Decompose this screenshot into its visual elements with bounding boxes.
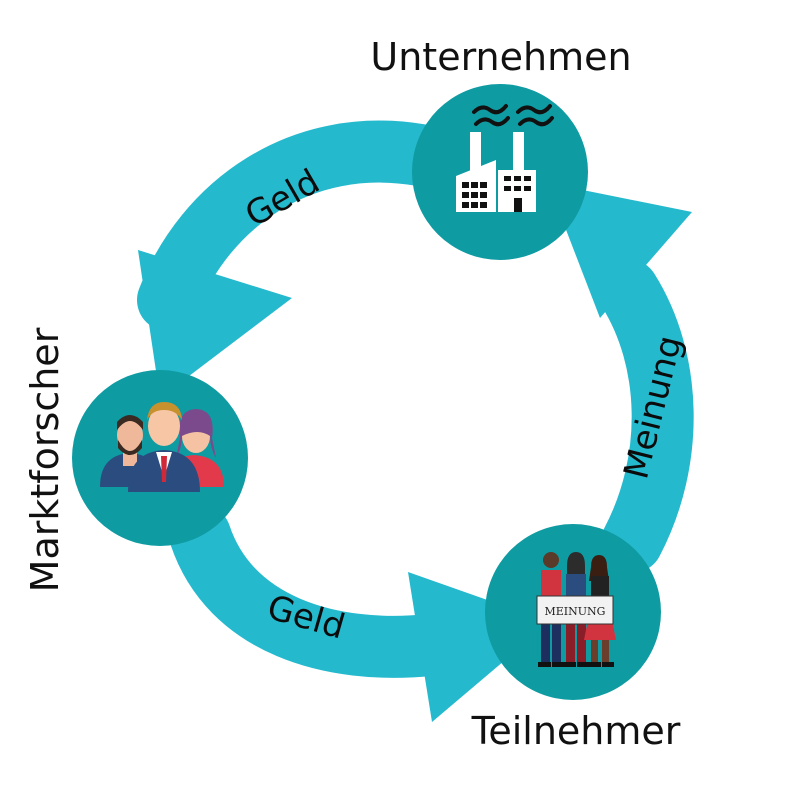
node-label-marktforscher: Marktforscher: [23, 327, 67, 592]
protest-group-icon: MEINUNG: [536, 552, 616, 667]
node-teilnehmer: MEINUNG Teilnehmer: [471, 524, 681, 753]
protest-sign-text: MEINUNG: [545, 605, 606, 618]
node-marktforscher: Marktforscher: [23, 327, 248, 592]
business-people-icon: [100, 402, 224, 492]
node-unternehmen: Unternehmen: [370, 35, 632, 260]
node-label-teilnehmer: Teilnehmer: [471, 709, 681, 753]
node-label-unternehmen: Unternehmen: [370, 35, 631, 79]
arrow-geld-top: Geld: [137, 120, 451, 398]
arrow-meinung: Meinung: [548, 183, 694, 573]
factory-icon: [456, 104, 554, 212]
